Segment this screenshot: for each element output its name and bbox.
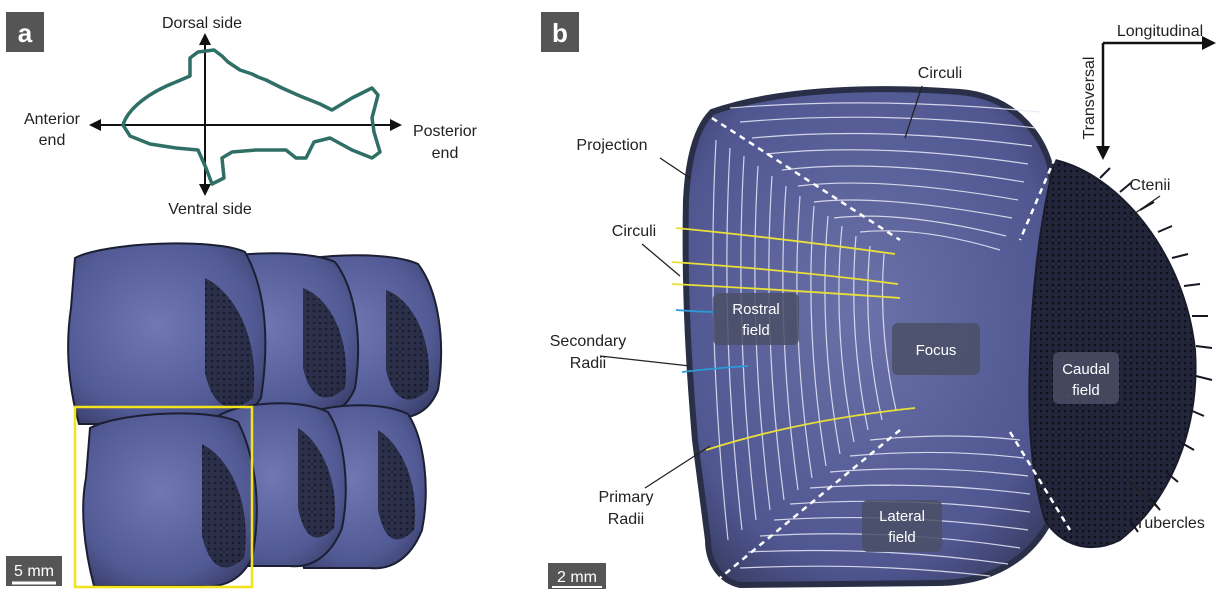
secondary-radii-label-line2: Radii — [570, 355, 606, 372]
rostral-field-label-line1: Rostral — [732, 301, 780, 318]
anterior-arrowhead — [89, 119, 101, 131]
caudal-field-label-line2: field — [1072, 382, 1100, 399]
primary-radii-label-line1: Primary — [598, 489, 653, 506]
lateral-field-label-line1: Lateral — [879, 508, 925, 525]
transversal-label: Transversal — [1081, 57, 1098, 140]
primary-radii-label-line2: Radii — [608, 511, 644, 528]
longitudinal-label: Longitudinal — [1117, 23, 1203, 40]
overlapping-scales — [68, 243, 441, 587]
orientation-axes — [89, 33, 402, 196]
caudal-field-label-line1: Caudal — [1062, 361, 1110, 378]
dorsal-label: Dorsal side — [162, 15, 242, 32]
longitudinal-arrowhead — [1202, 36, 1216, 50]
posterior-label-line2: end — [432, 145, 459, 162]
ventral-label: Ventral side — [168, 201, 252, 218]
panel-b-label: b — [552, 18, 568, 48]
circuli-top-label: Circuli — [918, 65, 962, 82]
transversal-arrowhead — [1096, 146, 1110, 160]
focus-label: Focus — [916, 342, 957, 359]
panel-a: a Dorsal side Ventral side Anterior end … — [6, 12, 478, 587]
scale-bar-a-label: 5 mm — [14, 563, 54, 580]
panel-b: b — [541, 12, 1216, 589]
lateral-field-label-line2: field — [888, 529, 916, 546]
panel-a-label: a — [18, 18, 33, 48]
direction-axes — [1096, 36, 1216, 160]
scale-bottom-left — [83, 413, 257, 586]
scale-bar-b-label: 2 mm — [557, 569, 597, 586]
ctenii-label: Ctenii — [1130, 177, 1171, 194]
circuli-left-label: Circuli — [612, 223, 656, 240]
secondary-radii-label-line1: Secondary — [550, 333, 627, 350]
posterior-arrowhead — [390, 119, 402, 131]
tubercles-label: Tubercles — [1135, 515, 1205, 532]
projection-label: Projection — [576, 137, 647, 154]
rostral-field-label-line2: field — [742, 322, 770, 339]
anterior-label-line1: Anterior — [24, 111, 81, 128]
fish-outline — [123, 50, 380, 184]
dorsal-arrowhead — [199, 33, 211, 45]
posterior-label-line1: Posterior — [413, 123, 478, 140]
ventral-arrowhead — [199, 184, 211, 196]
anterior-label-line2: end — [39, 132, 66, 149]
scale-top-left — [68, 243, 265, 425]
